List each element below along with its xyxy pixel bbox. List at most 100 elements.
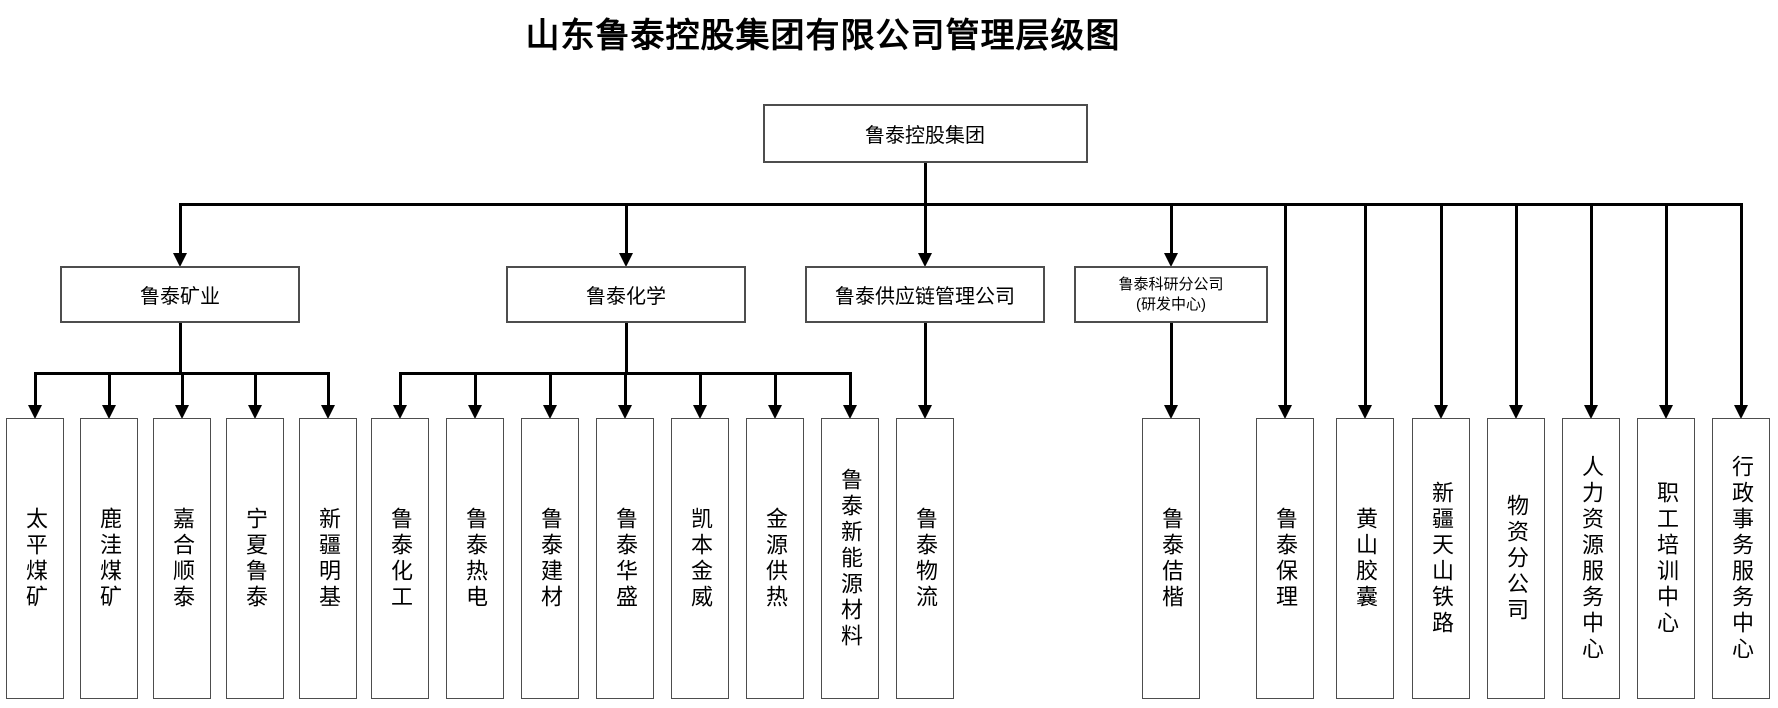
subsidiary-label: 嘉合顺泰 bbox=[170, 506, 195, 611]
connector-division-drop bbox=[923, 204, 927, 254]
subsidiary-box: 凯本金威 bbox=[671, 418, 729, 699]
connector-division-drop bbox=[1169, 204, 1173, 254]
subsidiary-box: 鹿洼煤矿 bbox=[80, 418, 138, 699]
connector-unit-drop bbox=[1589, 204, 1593, 406]
connector-unit-arrowhead bbox=[1584, 405, 1598, 419]
connector-division-drop bbox=[178, 204, 182, 254]
connector-unit-arrowhead bbox=[1278, 405, 1292, 419]
connector-unit-drop bbox=[698, 373, 702, 406]
subsidiary-label: 金源供热 bbox=[763, 506, 788, 611]
chart-title: 山东鲁泰控股集团有限公司管理层级图 bbox=[525, 18, 1121, 55]
subsidiary-box: 新疆天山铁路 bbox=[1412, 418, 1470, 699]
subsidiary-box: 鲁泰化工 bbox=[371, 418, 429, 699]
connector-unit-drop bbox=[180, 373, 184, 406]
subsidiary-label: 行政事务服务中心 bbox=[1729, 454, 1754, 663]
subsidiary-label: 宁夏鲁泰 bbox=[243, 506, 268, 611]
connector-unit-drop bbox=[1739, 204, 1743, 406]
connector-unit-drop bbox=[33, 373, 37, 406]
subsidiary-label: 鲁泰物流 bbox=[913, 506, 938, 611]
connector-division-arrowhead bbox=[619, 253, 633, 267]
connector-unit-arrowhead bbox=[918, 405, 932, 419]
connector-unit-drop bbox=[1283, 204, 1287, 406]
subsidiary-label: 鲁泰建材 bbox=[538, 506, 563, 611]
subsidiary-label: 物资分公司 bbox=[1504, 493, 1529, 624]
subsidiary-label: 职工培训中心 bbox=[1654, 480, 1679, 637]
connector-unit-arrowhead bbox=[468, 405, 482, 419]
root-box: 鲁泰控股集团 bbox=[762, 104, 1088, 163]
connector-unit-arrowhead bbox=[393, 405, 407, 419]
subsidiary-box: 鲁泰华盛 bbox=[596, 418, 654, 699]
subsidiary-label: 太平煤矿 bbox=[23, 506, 48, 611]
subsidiary-box: 鲁泰佶楷 bbox=[1142, 418, 1200, 699]
subsidiary-label: 鲁泰新能源材料 bbox=[838, 467, 863, 650]
connector-unit-arrowhead bbox=[1358, 405, 1372, 419]
subsidiary-box: 鲁泰热电 bbox=[446, 418, 504, 699]
connector-unit-arrowhead bbox=[1509, 405, 1523, 419]
connector-division-stub bbox=[624, 323, 628, 373]
subsidiary-box: 嘉合顺泰 bbox=[153, 418, 211, 699]
connector-unit-arrowhead bbox=[28, 405, 42, 419]
subsidiary-label: 人力资源服务中心 bbox=[1579, 454, 1604, 663]
connector-unit-arrowhead bbox=[1659, 405, 1673, 419]
division-sublabel: (研发中心) bbox=[1136, 295, 1206, 313]
connector-main-rail bbox=[178, 202, 1743, 206]
connector-unit-drop bbox=[848, 373, 852, 406]
subsidiary-box: 行政事务服务中心 bbox=[1712, 418, 1770, 699]
connector-unit-arrowhead bbox=[1164, 405, 1178, 419]
connector-unit-drop bbox=[773, 373, 777, 406]
connector-unit-drop bbox=[923, 323, 927, 406]
subsidiary-box: 鲁泰物流 bbox=[896, 418, 954, 699]
subsidiary-label: 鲁泰化工 bbox=[388, 506, 413, 611]
division-label: 鲁泰科研分公司 bbox=[1118, 276, 1224, 293]
connector-division-drop bbox=[624, 204, 628, 254]
connector-unit-arrowhead bbox=[768, 405, 782, 419]
subsidiary-label: 鲁泰佶楷 bbox=[1159, 506, 1184, 611]
connector-unit-arrowhead bbox=[618, 405, 632, 419]
connector-unit-drop bbox=[398, 373, 402, 406]
connector-unit-drop bbox=[1169, 323, 1173, 406]
subsidiary-box: 鲁泰新能源材料 bbox=[821, 418, 879, 699]
subsidiary-box: 黄山胶囊 bbox=[1336, 418, 1394, 699]
connector-unit-drop bbox=[253, 373, 257, 406]
connector-unit-arrowhead bbox=[175, 405, 189, 419]
subsidiary-label: 新疆天山铁路 bbox=[1429, 480, 1454, 637]
connector-unit-arrowhead bbox=[693, 405, 707, 419]
connector-root-drop bbox=[923, 163, 927, 204]
connector-unit-arrowhead bbox=[248, 405, 262, 419]
subsidiary-box: 太平煤矿 bbox=[6, 418, 64, 699]
connector-unit-arrowhead bbox=[1434, 405, 1448, 419]
subsidiary-label: 新疆明基 bbox=[316, 506, 341, 611]
connector-unit-drop bbox=[1439, 204, 1443, 406]
subsidiary-box: 宁夏鲁泰 bbox=[226, 418, 284, 699]
connector-unit-drop bbox=[1363, 204, 1367, 406]
connector-unit-arrowhead bbox=[102, 405, 116, 419]
subsidiary-box: 人力资源服务中心 bbox=[1562, 418, 1620, 699]
division-box: 鲁泰供应链管理公司 bbox=[805, 266, 1045, 323]
connector-division-arrowhead bbox=[173, 253, 187, 267]
connector-unit-arrowhead bbox=[1734, 405, 1748, 419]
connector-unit-drop bbox=[548, 373, 552, 406]
division-box: 鲁泰化学 bbox=[506, 266, 746, 323]
connector-unit-drop bbox=[623, 373, 627, 406]
division-box: 鲁泰矿业 bbox=[60, 266, 300, 323]
connector-unit-drop bbox=[1664, 204, 1668, 406]
subsidiary-label: 鹿洼煤矿 bbox=[97, 506, 122, 611]
connector-division-stub bbox=[178, 323, 182, 373]
subsidiary-box: 物资分公司 bbox=[1487, 418, 1545, 699]
connector-unit-arrowhead bbox=[543, 405, 557, 419]
connector-unit-drop bbox=[473, 373, 477, 406]
connector-unit-drop bbox=[107, 373, 111, 406]
subsidiary-label: 黄山胶囊 bbox=[1353, 506, 1378, 611]
connector-unit-arrowhead bbox=[321, 405, 335, 419]
subsidiary-box: 鲁泰建材 bbox=[521, 418, 579, 699]
connector-division-arrowhead bbox=[918, 253, 932, 267]
connector-unit-arrowhead bbox=[843, 405, 857, 419]
subsidiary-label: 鲁泰保理 bbox=[1273, 506, 1298, 611]
connector-unit-drop bbox=[1514, 204, 1518, 406]
connector-unit-drop bbox=[326, 373, 330, 406]
subsidiary-box: 职工培训中心 bbox=[1637, 418, 1695, 699]
subsidiary-box: 金源供热 bbox=[746, 418, 804, 699]
subsidiary-box: 鲁泰保理 bbox=[1256, 418, 1314, 699]
subsidiary-label: 凯本金威 bbox=[688, 506, 713, 611]
subsidiary-label: 鲁泰华盛 bbox=[613, 506, 638, 611]
